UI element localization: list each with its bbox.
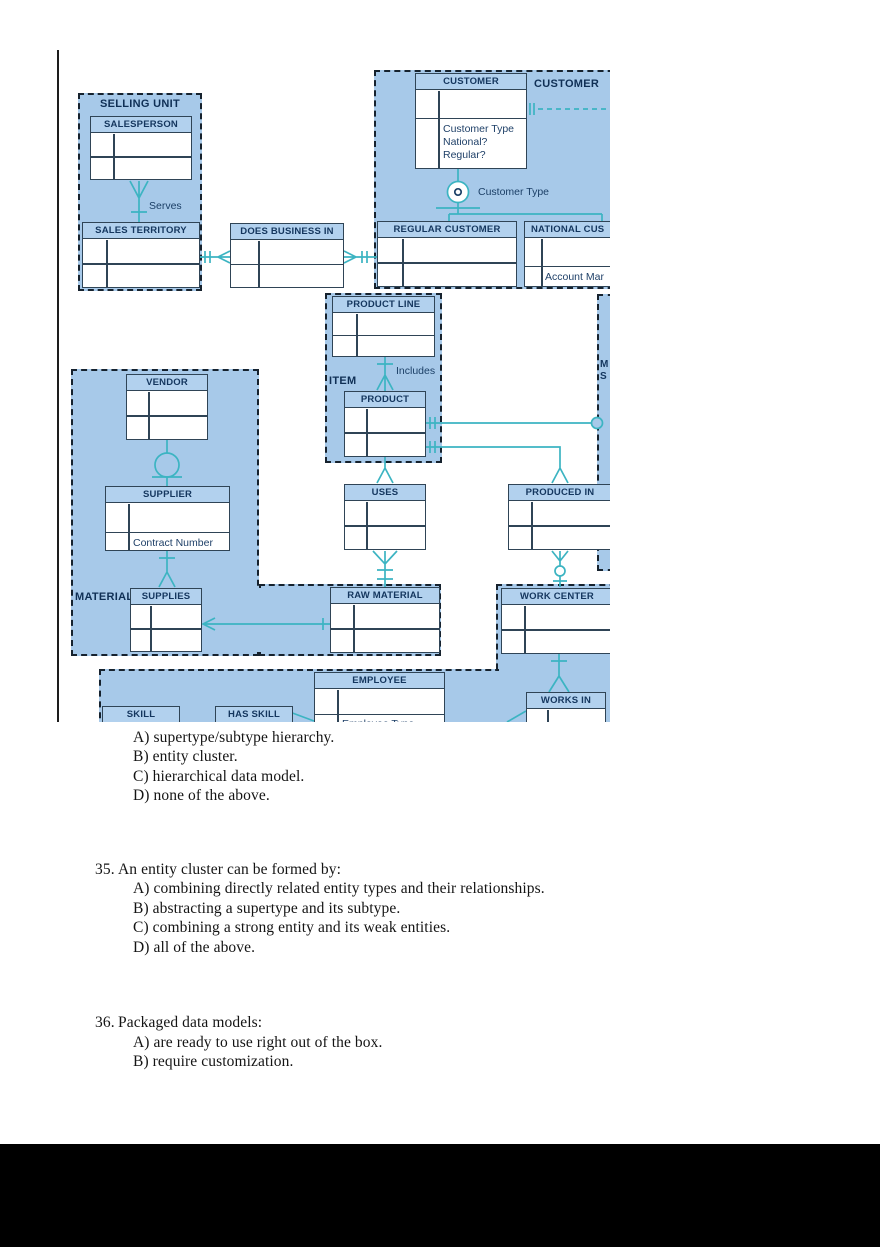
entity-supplier: SUPPLIER Contract Number xyxy=(105,486,230,551)
er-diagram-canvas: SELLING UNIT CUSTOMER ITEM MATERIAL M S xyxy=(59,50,610,722)
cluster-cut-right-label: M S xyxy=(600,359,609,382)
label-customer-type: Customer Type xyxy=(478,186,550,198)
cluster-item-label: ITEM xyxy=(329,375,357,387)
question-36-number: 36. xyxy=(95,1014,115,1031)
label-includes: Includes xyxy=(396,365,436,377)
entity-raw-material: RAW MATERIAL xyxy=(330,587,440,653)
entity-sales-territory: SALES TERRITORY xyxy=(82,222,200,288)
entity-does-business-in: DOES BUSINESS IN xyxy=(230,223,344,288)
entity-has-skill: HAS SKILL xyxy=(215,706,293,722)
question-option: B) entity cluster. xyxy=(133,748,238,765)
entity-employee-attr: Employee Type xyxy=(342,718,414,722)
entity-customer-attrs: Customer Type National? Regular? xyxy=(443,122,515,161)
question-option: C) hierarchical data model. xyxy=(133,768,305,785)
question-option: B) abstracting a supertype and its subty… xyxy=(133,900,401,917)
entity-regular-customer: REGULAR CUSTOMER xyxy=(377,221,517,287)
question-35-number: 35. xyxy=(95,861,115,878)
entity-works-in: WORKS IN xyxy=(526,692,606,722)
entity-uses: USES xyxy=(344,484,426,550)
entity-employee: EMPLOYEE Employee Type xyxy=(314,672,445,722)
entity-salesperson: SALESPERSON xyxy=(90,116,192,180)
entity-customer: CUSTOMER Customer Type National? Regular… xyxy=(415,73,527,169)
entity-product: PRODUCT xyxy=(344,391,426,457)
entity-national-customer-attr: Account Mar xyxy=(545,270,604,283)
cluster-merge-patch-3 xyxy=(494,672,503,722)
er-diagram-image: SELLING UNIT CUSTOMER ITEM MATERIAL M S xyxy=(57,50,610,722)
entity-supplies: SUPPLIES xyxy=(130,588,202,652)
entity-product-line: PRODUCT LINE xyxy=(332,296,435,357)
question-36-text: Packaged data models: xyxy=(118,1014,263,1031)
question-option: C) combining a strong entity and its wea… xyxy=(133,919,451,936)
question-36: 36.Packaged data models: xyxy=(95,1014,262,1032)
entity-supplier-attr: Contract Number xyxy=(133,536,213,549)
question-35-text: An entity cluster can be formed by: xyxy=(118,861,342,878)
entity-skill: SKILL xyxy=(102,706,180,722)
entity-vendor: VENDOR xyxy=(126,374,208,440)
question-option: D) all of the above. xyxy=(133,939,256,956)
cluster-customer-label: CUSTOMER xyxy=(534,78,600,90)
question-option: A) combining directly related entity typ… xyxy=(133,880,545,897)
cluster-material-label: MATERIAL xyxy=(75,591,134,603)
cluster-merge-patch-2 xyxy=(499,667,610,674)
cluster-merge-patch xyxy=(254,588,266,652)
entity-national-customer: NATIONAL CUS Account Mar xyxy=(524,221,610,287)
question-option: D) none of the above. xyxy=(133,787,270,804)
entity-work-center: WORK CENTER xyxy=(501,588,610,654)
label-serves: Serves xyxy=(149,200,182,212)
bottom-black-bar xyxy=(0,1144,880,1247)
cluster-selling-unit-label: SELLING UNIT xyxy=(100,98,180,110)
question-option: A) supertype/subtype hierarchy. xyxy=(133,729,335,746)
entity-produced-in: PRODUCED IN xyxy=(508,484,610,550)
question-35: 35.An entity cluster can be formed by: xyxy=(95,861,341,879)
question-option: B) require customization. xyxy=(133,1053,294,1070)
question-option: A) are ready to use right out of the box… xyxy=(133,1034,383,1051)
